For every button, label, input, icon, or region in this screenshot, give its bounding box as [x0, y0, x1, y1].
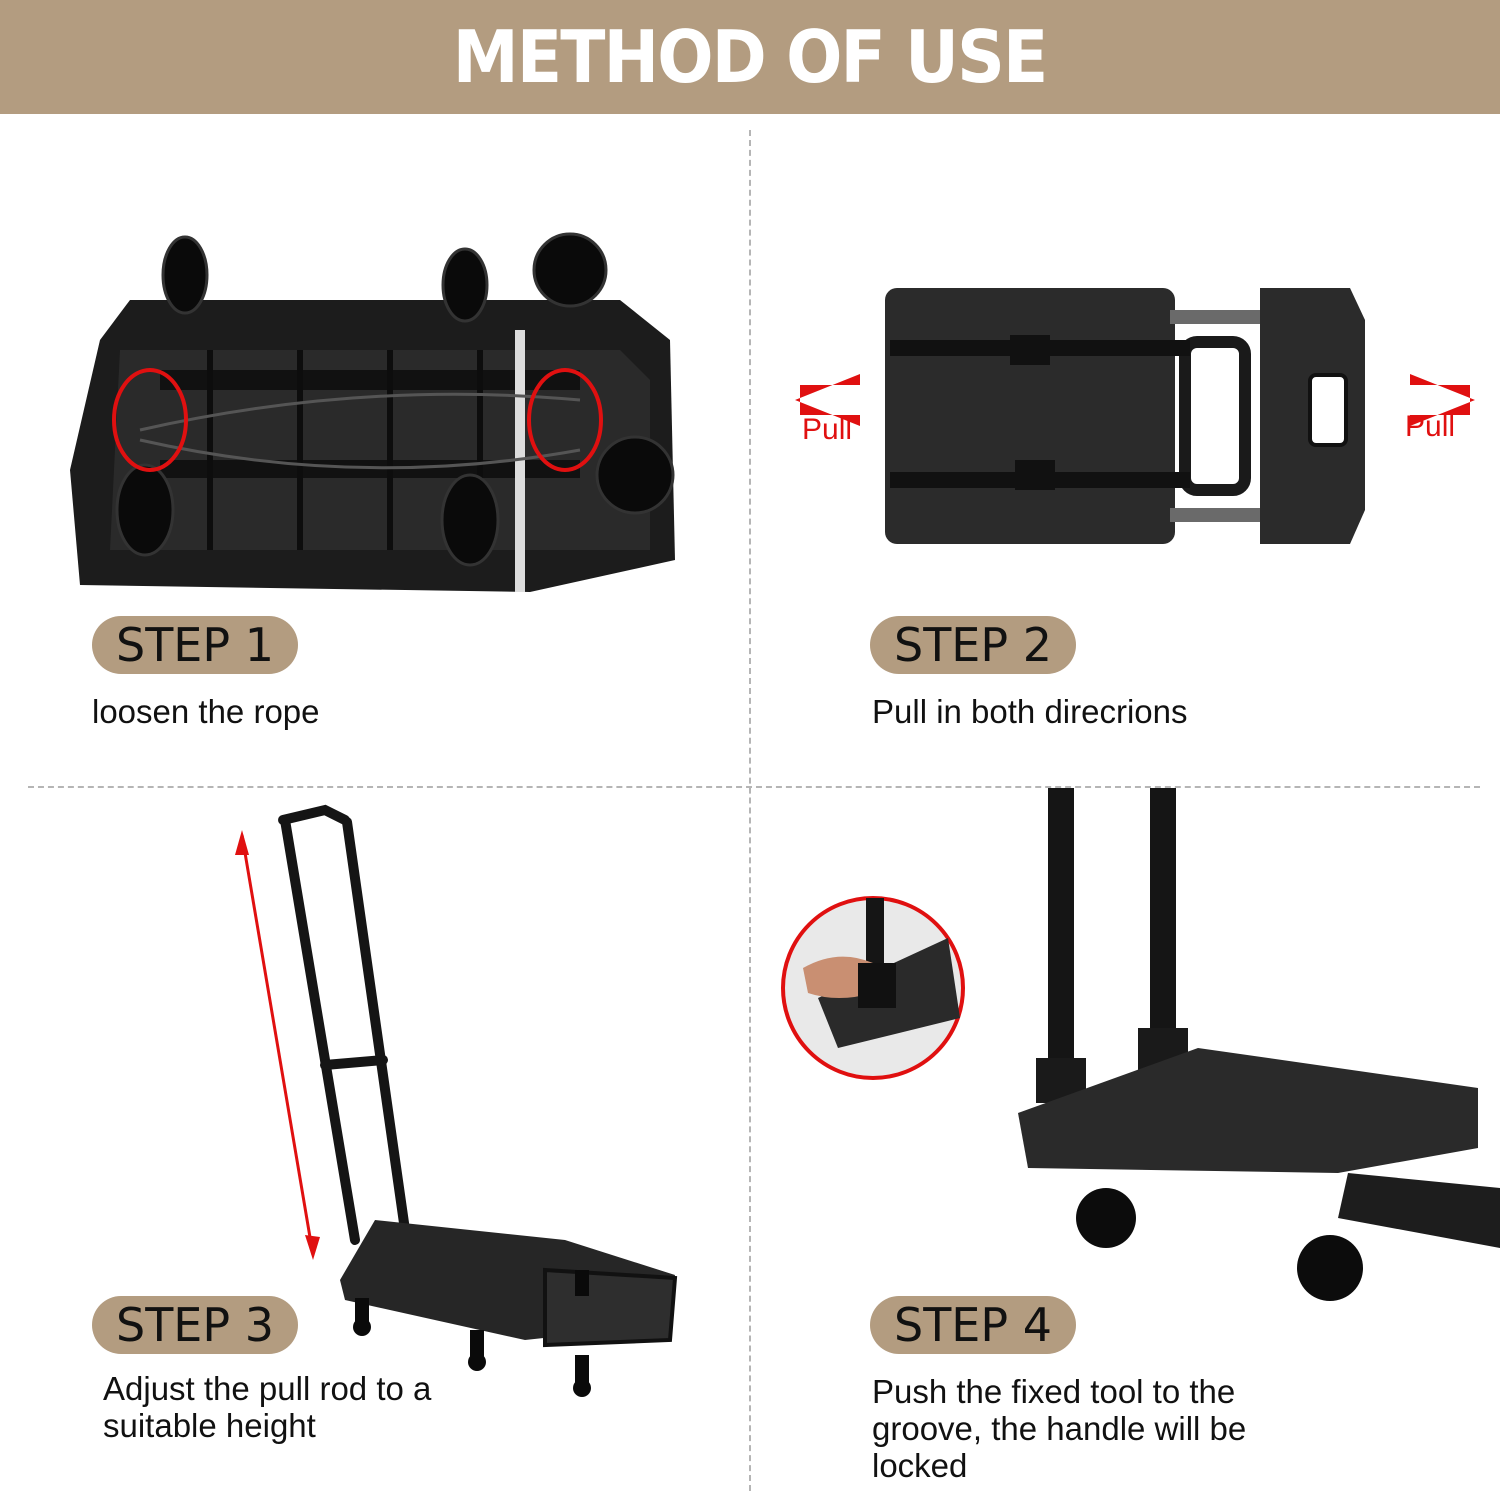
horizontal-divider [28, 786, 1480, 788]
step-3-description: Adjust the pull rod to a suitable height [103, 1370, 432, 1444]
vertical-divider [749, 130, 751, 1491]
step-2-label: STEP 2 [894, 618, 1052, 672]
step-1-label: STEP 1 [116, 618, 274, 672]
step-3-badge: STEP 3 [92, 1296, 298, 1354]
trolley-extended-image [795, 288, 1475, 544]
page-title: METHOD OF USE [453, 15, 1048, 99]
step-2-badge: STEP 2 [870, 616, 1076, 674]
step-3-label: STEP 3 [116, 1298, 274, 1352]
step-4-label: STEP 4 [894, 1298, 1052, 1352]
trolley-underside-image [70, 232, 675, 592]
step-1-description: loosen the rope [92, 693, 320, 730]
header-banner: METHOD OF USE [0, 0, 1500, 114]
trolley-handle-locked-image [781, 788, 1500, 1301]
pull-left-label: Pull [802, 413, 853, 446]
step-4-badge: STEP 4 [870, 1296, 1076, 1354]
step-2-description: Pull in both direcrions [872, 693, 1188, 730]
step-1-badge: STEP 1 [92, 616, 298, 674]
step-4-description: Push the fixed tool to the groove, the h… [872, 1373, 1247, 1484]
trolley-handle-raised-image [235, 804, 678, 1397]
pull-right-label: Pull [1405, 410, 1456, 443]
